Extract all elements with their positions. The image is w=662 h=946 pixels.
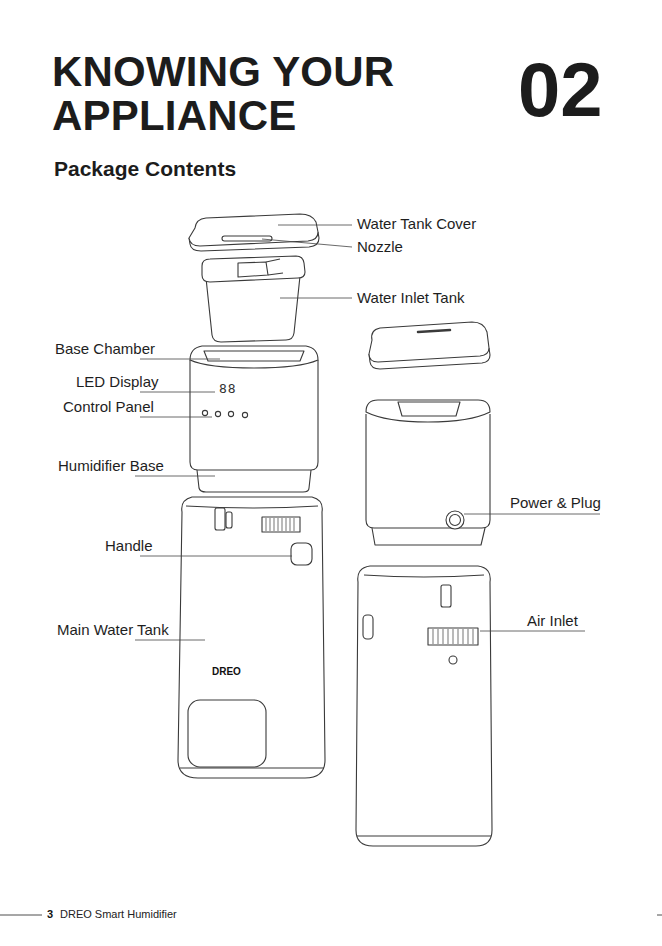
part-name: LED Display	[76, 373, 159, 391]
leader-line	[278, 225, 352, 226]
footer-tick	[657, 915, 662, 916]
leader-line	[464, 514, 600, 515]
tank-window	[188, 700, 266, 767]
leader-line	[140, 417, 212, 418]
page-title: KNOWING YOUR APPLIANCE	[52, 50, 412, 138]
part-name: Control Panel	[63, 398, 154, 416]
base-bottom	[372, 528, 485, 545]
inlet-tank-body	[206, 276, 300, 342]
part-name: Power & Plug	[510, 494, 601, 512]
leader-line	[262, 239, 352, 247]
main-tank-body	[178, 497, 325, 778]
page-number: 3	[47, 908, 53, 921]
leader-lines	[135, 225, 600, 640]
tank-post	[215, 508, 225, 530]
leader-line	[480, 631, 585, 632]
part-name: Air Inlet	[527, 612, 578, 630]
power-button-ring	[450, 515, 461, 526]
vent-grill	[262, 517, 300, 532]
section-number: 02	[518, 44, 603, 135]
part-name: Nozzle	[357, 238, 403, 256]
leader-line	[140, 392, 215, 393]
cover-top	[189, 214, 318, 246]
control-icon	[242, 412, 247, 417]
part-name: Base Chamber	[55, 340, 155, 358]
tank-indicator	[449, 656, 457, 664]
footer-rule	[0, 915, 42, 916]
handle-cutout	[291, 543, 312, 565]
tank-post	[441, 585, 451, 607]
base-chamber-opening	[204, 351, 304, 361]
base-body	[190, 360, 318, 470]
leader-line	[135, 640, 205, 641]
control-icon	[228, 411, 233, 416]
power-button	[446, 511, 464, 529]
led-digits: 88	[219, 381, 237, 397]
handle-cutout	[363, 615, 373, 639]
air-inlet-slats	[433, 629, 473, 644]
nozzle-slot	[418, 330, 450, 332]
leader-line	[135, 476, 215, 477]
tank-rim	[180, 506, 324, 768]
leader-line	[140, 556, 292, 557]
air-inlet-grill	[428, 628, 478, 645]
tank-post	[226, 512, 232, 528]
brand-logo: DREO	[212, 666, 241, 678]
cover-top	[369, 322, 489, 362]
control-icon	[202, 410, 207, 415]
inlet-opening	[398, 402, 460, 416]
part-name: Water Tank Cover	[357, 215, 476, 233]
main-tank-body	[356, 566, 492, 846]
footer-text: DREO Smart Humidifier	[60, 908, 177, 921]
tank-rim	[357, 575, 491, 836]
nozzle-slot	[222, 236, 272, 241]
part-name: Humidifier Base	[58, 457, 164, 475]
part-name: Water Inlet Tank	[357, 289, 465, 307]
leader-line	[140, 359, 220, 360]
inlet-opening	[238, 262, 268, 277]
section-heading: Package Contents	[54, 156, 236, 181]
leader-line	[280, 298, 352, 299]
base-body	[366, 414, 490, 528]
base-top	[190, 346, 318, 368]
base-top	[366, 400, 490, 422]
vent-slats	[266, 518, 294, 531]
part-name: Handle	[105, 537, 153, 555]
base-bottom	[197, 470, 311, 492]
inlet-funnel	[266, 259, 283, 275]
control-icon	[215, 411, 220, 416]
inlet-tank-top	[202, 256, 305, 282]
part-name: Main Water Tank	[57, 621, 169, 639]
